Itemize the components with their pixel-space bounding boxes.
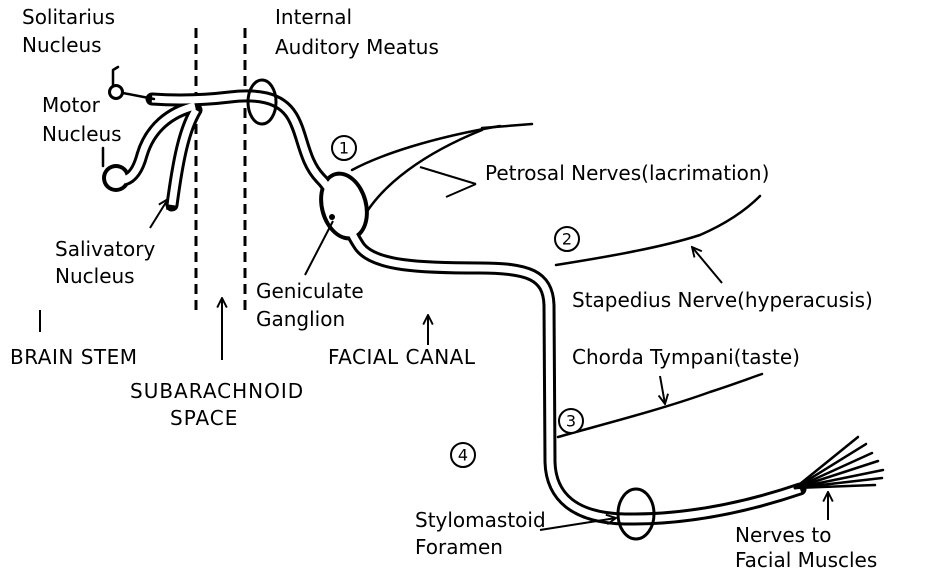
marker-1: 1 (332, 136, 356, 160)
salivatory-label-line1: Salivatory (55, 237, 155, 261)
motor-nucleus-label-line2: Nucleus (42, 122, 122, 146)
petrosal-pointer-lower (446, 184, 476, 197)
chorda-tympani-arrow (660, 376, 665, 404)
facial-canal-label: FACIAL CANAL (328, 345, 476, 369)
stapedius-arrow (692, 247, 722, 283)
petrosal-pointer-upper (420, 167, 476, 184)
subarachnoid-label-line1: SUBARACHNOID (130, 379, 304, 403)
meatus-label-line2: Auditory Meatus (275, 35, 439, 59)
geniculate-label-line2: Ganglion (256, 307, 345, 331)
solitarius-nucleus-interior (111, 87, 121, 97)
solitarius-label-line1: Solitarius (22, 5, 115, 29)
marker-number: 3 (566, 412, 576, 431)
marker-number: 1 (339, 139, 349, 158)
marker-4: 4 (451, 443, 475, 467)
facial-muscle-branches (795, 437, 883, 488)
stylomastoid-arrow (540, 518, 616, 530)
stapedius-nerve-label: Stapedius Nerve(hyperacusis) (572, 288, 873, 312)
marker-number: 4 (458, 446, 468, 465)
marker-3: 3 (559, 409, 583, 433)
marker-2: 2 (555, 227, 579, 251)
stylomastoid-label-line1: Stylomastoid (415, 508, 546, 532)
solitarius-label-line2: Nucleus (22, 33, 102, 57)
solitarius-hook (113, 67, 118, 86)
petrosal-nerves-label: Petrosal Nerves(lacrimation) (485, 161, 769, 185)
chorda-tympani-label: Chorda Tympani(taste) (572, 345, 800, 369)
salivatory-arrow (150, 199, 168, 228)
marker-number: 2 (562, 230, 572, 249)
brain-stem-label: BRAIN STEM (10, 345, 138, 369)
facial-muscles-label-line1: Nerves to (735, 523, 831, 547)
facial-muscles-label-line2: Facial Muscles (735, 548, 877, 572)
motor-nucleus-label-line1: Motor (42, 93, 101, 117)
geniculate-ganglion-dot (329, 214, 335, 220)
subarachnoid-label-line2: SPACE (170, 406, 238, 430)
meatus-label-line1: Internal (275, 5, 352, 29)
geniculate-label-line1: Geniculate (256, 279, 364, 303)
stapedius-nerve (556, 196, 760, 265)
petrosal-nerve-tip (482, 124, 532, 128)
motor-nucleus-interior (106, 168, 126, 188)
stylomastoid-label-line2: Foramen (415, 535, 503, 559)
geniculate-pointer (305, 221, 333, 275)
salivatory-label-line2: Nucleus (55, 264, 135, 288)
chorda-tympani-nerve (558, 374, 762, 437)
